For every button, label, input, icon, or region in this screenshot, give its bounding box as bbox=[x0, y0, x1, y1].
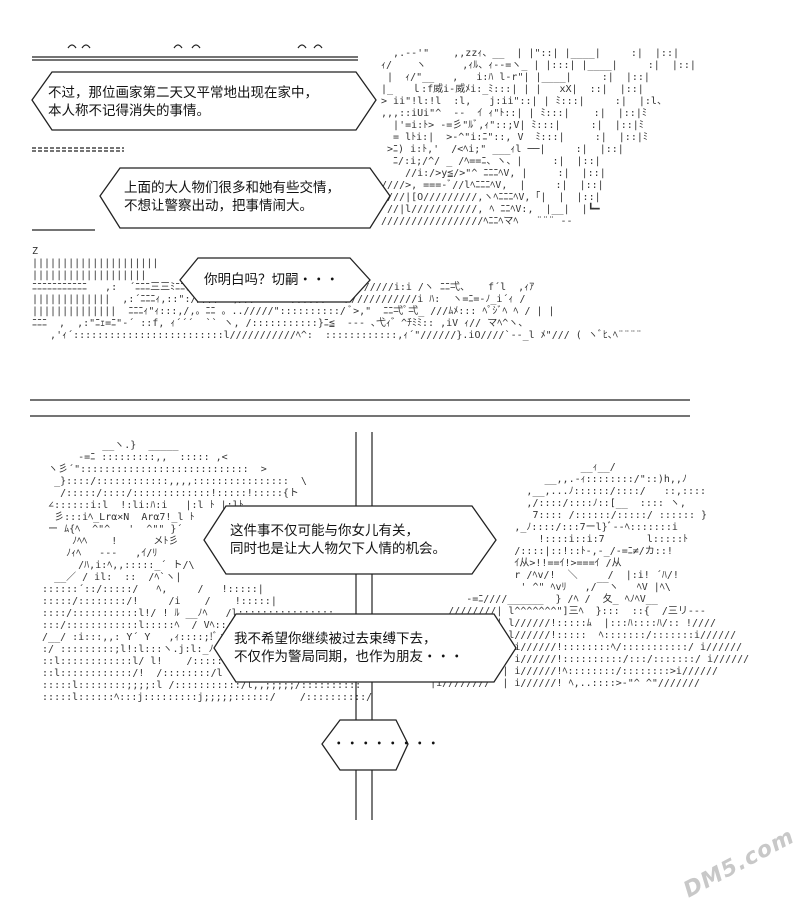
speech-bubble-2-line-1: 上面的大人物们很多和她有些交情， bbox=[124, 180, 340, 196]
speech-bubble-3-line-1: 你明白吗？切嗣・・・ bbox=[204, 272, 339, 288]
speech-bubble-5: 我不希望你继续被过去束缚下去， 不仅作为警局同期，也作为朋友・・・ bbox=[234, 630, 464, 666]
speech-bubble-2-line-2: 不想让警察出动，把事情闹大。 bbox=[124, 198, 313, 214]
speech-bubble-3: 你明白吗？切嗣・・・ bbox=[204, 271, 339, 289]
speech-bubble-6-line-1: ・・・・・・・・ bbox=[332, 736, 440, 752]
speech-bubble-5-line-2: 不仅作为警局同期，也作为朋友・・・ bbox=[234, 649, 464, 665]
speech-bubble-1-line-1: 不过，那位画家第二天又平常地出现在家中， bbox=[48, 85, 318, 101]
speech-bubble-1: 不过，那位画家第二天又平常地出现在家中， 本人称不记得消失的事情。 bbox=[48, 84, 318, 120]
speech-bubble-4: 这件事不仅可能与你女儿有关， 同时也是让大人物欠下人情的机会。 bbox=[230, 522, 446, 558]
speech-bubble-6-outline bbox=[321, 719, 409, 771]
speech-bubble-4-line-2: 同时也是让大人物欠下人情的机会。 bbox=[230, 541, 446, 557]
speech-bubble-6: ・・・・・・・・ bbox=[332, 735, 440, 753]
speech-bubble-4-outline bbox=[203, 505, 497, 575]
speech-bubble-5-outline bbox=[213, 613, 517, 683]
speech-bubble-3-outline bbox=[179, 257, 371, 303]
speech-bubble-1-outline bbox=[31, 71, 377, 131]
speech-bubble-2: 上面的大人物们很多和她有些交情， 不想让警察出动，把事情闹大。 bbox=[124, 179, 340, 215]
speech-bubble-5-line-1: 我不希望你继续被过去束缚下去， bbox=[234, 631, 437, 647]
speech-bubble-4-line-1: 这件事不仅可能与你女儿有关， bbox=[230, 523, 419, 539]
page-frame-art bbox=[30, 44, 690, 820]
speech-bubble-1-line-2: 本人称不记得消失的事情。 bbox=[48, 103, 210, 119]
speech-bubble-2-outline bbox=[99, 167, 391, 229]
